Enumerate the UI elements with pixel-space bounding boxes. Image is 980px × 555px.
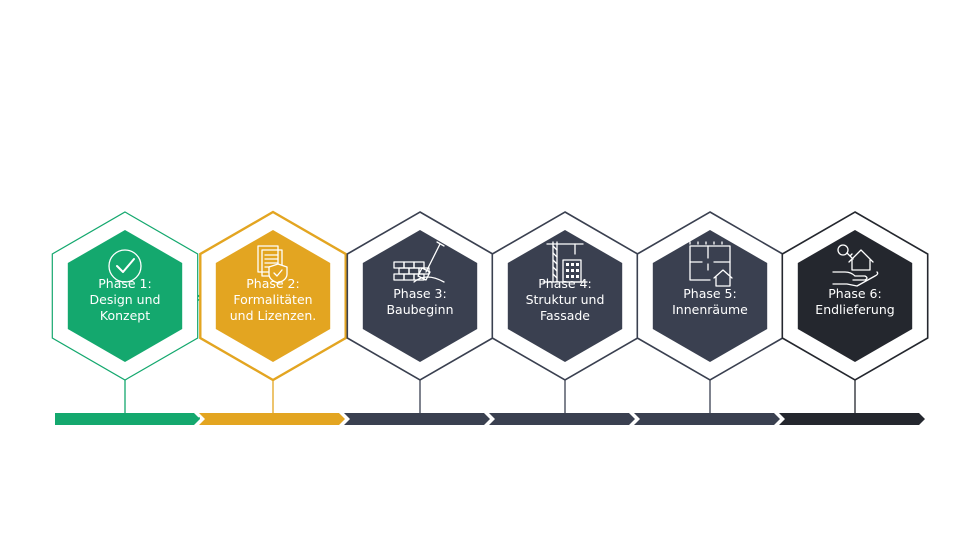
crane-building-icon — [542, 241, 588, 283]
phase-2-label-1: Phase 2: — [246, 276, 299, 291]
timeline-segment-3 — [344, 413, 490, 425]
window-mark — [566, 269, 569, 272]
timeline-segment-2 — [199, 413, 345, 425]
window-mark — [576, 275, 579, 278]
window-mark — [571, 263, 574, 266]
phase-4-label-3: Fassade — [540, 308, 590, 323]
bricks-shovel-icon — [393, 241, 445, 283]
phase-4-label-2: Struktur und — [526, 292, 605, 307]
phase-4-hexagon — [507, 230, 623, 362]
window-mark — [576, 263, 579, 266]
phase-3-label-2: Baubeginn — [386, 302, 453, 317]
phase-1-label-3: Konzept — [100, 308, 150, 323]
phase-3-label-1: Phase 3: — [393, 286, 446, 301]
timeline-segment-5 — [634, 413, 780, 425]
timeline-segment-6 — [779, 413, 925, 425]
phase-6-hexagon — [797, 230, 913, 362]
phase-2-hexagon — [215, 230, 331, 362]
window-mark — [576, 269, 579, 272]
phase-2-label-3: und Lizenzen. — [230, 308, 317, 323]
phase-6-node: Phase 6:Endlieferung — [781, 211, 929, 381]
phase-4-label-1: Phase 4: — [538, 276, 591, 291]
phase-5-node: Phase 5:Innenräume — [636, 211, 784, 381]
phase-1-label-2: Design und — [90, 292, 161, 307]
phase-6-label-1: Phase 6: — [828, 286, 881, 301]
phase-3-hexagon — [362, 230, 478, 362]
phase-5-hexagon — [652, 230, 768, 362]
window-mark — [571, 269, 574, 272]
hand-house-key-icon — [832, 244, 879, 287]
checkmark-circle-icon — [108, 249, 142, 283]
phase-6-label-2: Endlieferung — [815, 302, 894, 317]
phase-1-drop-line — [124, 380, 200, 419]
phase-3-node: Phase 3:Baubeginn — [346, 211, 494, 381]
phase-5-label-2: Innenräume — [672, 302, 748, 317]
timeline-segment-1 — [55, 413, 200, 425]
document-shield-icon — [257, 245, 288, 284]
timeline-segment-4 — [489, 413, 635, 425]
floorplan-house-icon — [689, 241, 733, 287]
phase-1-label-1: Phase 1: — [98, 276, 151, 291]
window-mark — [566, 275, 569, 278]
window-mark — [571, 275, 574, 278]
window-mark — [566, 263, 569, 266]
phase-1-hexagon — [67, 230, 183, 362]
phase-2-label-2: Formalitäten — [233, 292, 312, 307]
phase-5-label-1: Phase 5: — [683, 286, 736, 301]
timeline-bar — [55, 413, 925, 425]
